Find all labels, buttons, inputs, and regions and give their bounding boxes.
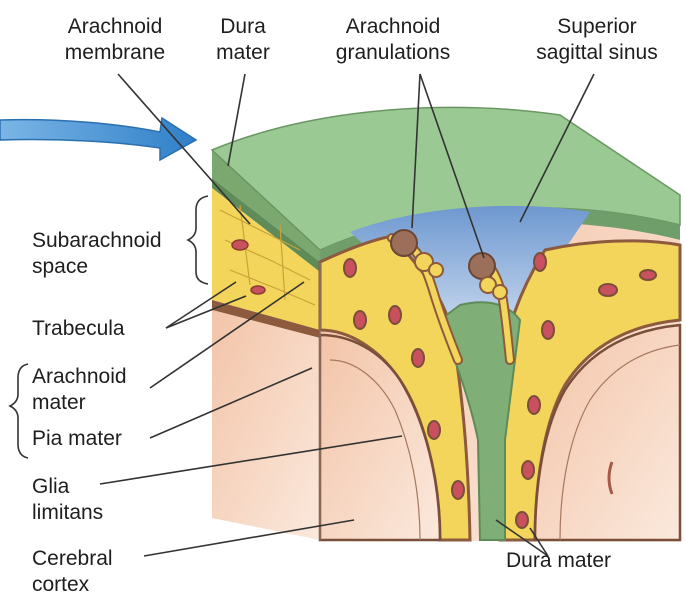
label-text: Arachnoid bbox=[50, 14, 180, 40]
label-text: Dura bbox=[198, 14, 288, 40]
label-text: limitans bbox=[32, 500, 103, 526]
label-text: mater bbox=[198, 40, 288, 66]
label-text: membrane bbox=[50, 40, 180, 66]
label-text: Superior bbox=[522, 14, 672, 40]
label-arachnoid-membrane: Arachnoid membrane bbox=[50, 14, 180, 66]
label-text: cortex bbox=[32, 572, 113, 598]
label-superior-sagittal-sinus: Superior sagittal sinus bbox=[522, 14, 672, 66]
arrow-icon bbox=[0, 118, 196, 160]
label-dura-mater-bottom: Dura mater bbox=[506, 548, 611, 574]
label-text: mater bbox=[32, 390, 127, 416]
label-text: Arachnoid bbox=[32, 364, 127, 390]
label-text: Arachnoid bbox=[318, 14, 468, 40]
front-face bbox=[320, 206, 680, 542]
label-glia-limitans: Glia limitans bbox=[32, 474, 103, 526]
label-dura-mater-top: Dura mater bbox=[198, 14, 288, 66]
label-arachnoid-granulations: Arachnoid granulations bbox=[318, 14, 468, 66]
bracket-subarachnoid bbox=[188, 196, 208, 284]
label-trabecula: Trabecula bbox=[32, 316, 125, 342]
label-text: space bbox=[32, 254, 162, 280]
label-pia-mater: Pia mater bbox=[32, 426, 122, 452]
label-cerebral-cortex: Cerebral cortex bbox=[32, 546, 113, 598]
label-text: Glia bbox=[32, 474, 103, 500]
label-subarachnoid-space: Subarachnoid space bbox=[32, 228, 162, 280]
label-text: sagittal sinus bbox=[522, 40, 672, 66]
label-text: Cerebral bbox=[32, 546, 113, 572]
label-text: Subarachnoid bbox=[32, 228, 162, 254]
label-text: granulations bbox=[318, 40, 468, 66]
label-arachnoid-mater: Arachnoid mater bbox=[32, 364, 127, 416]
bracket-arachnoid-pia bbox=[10, 364, 28, 458]
